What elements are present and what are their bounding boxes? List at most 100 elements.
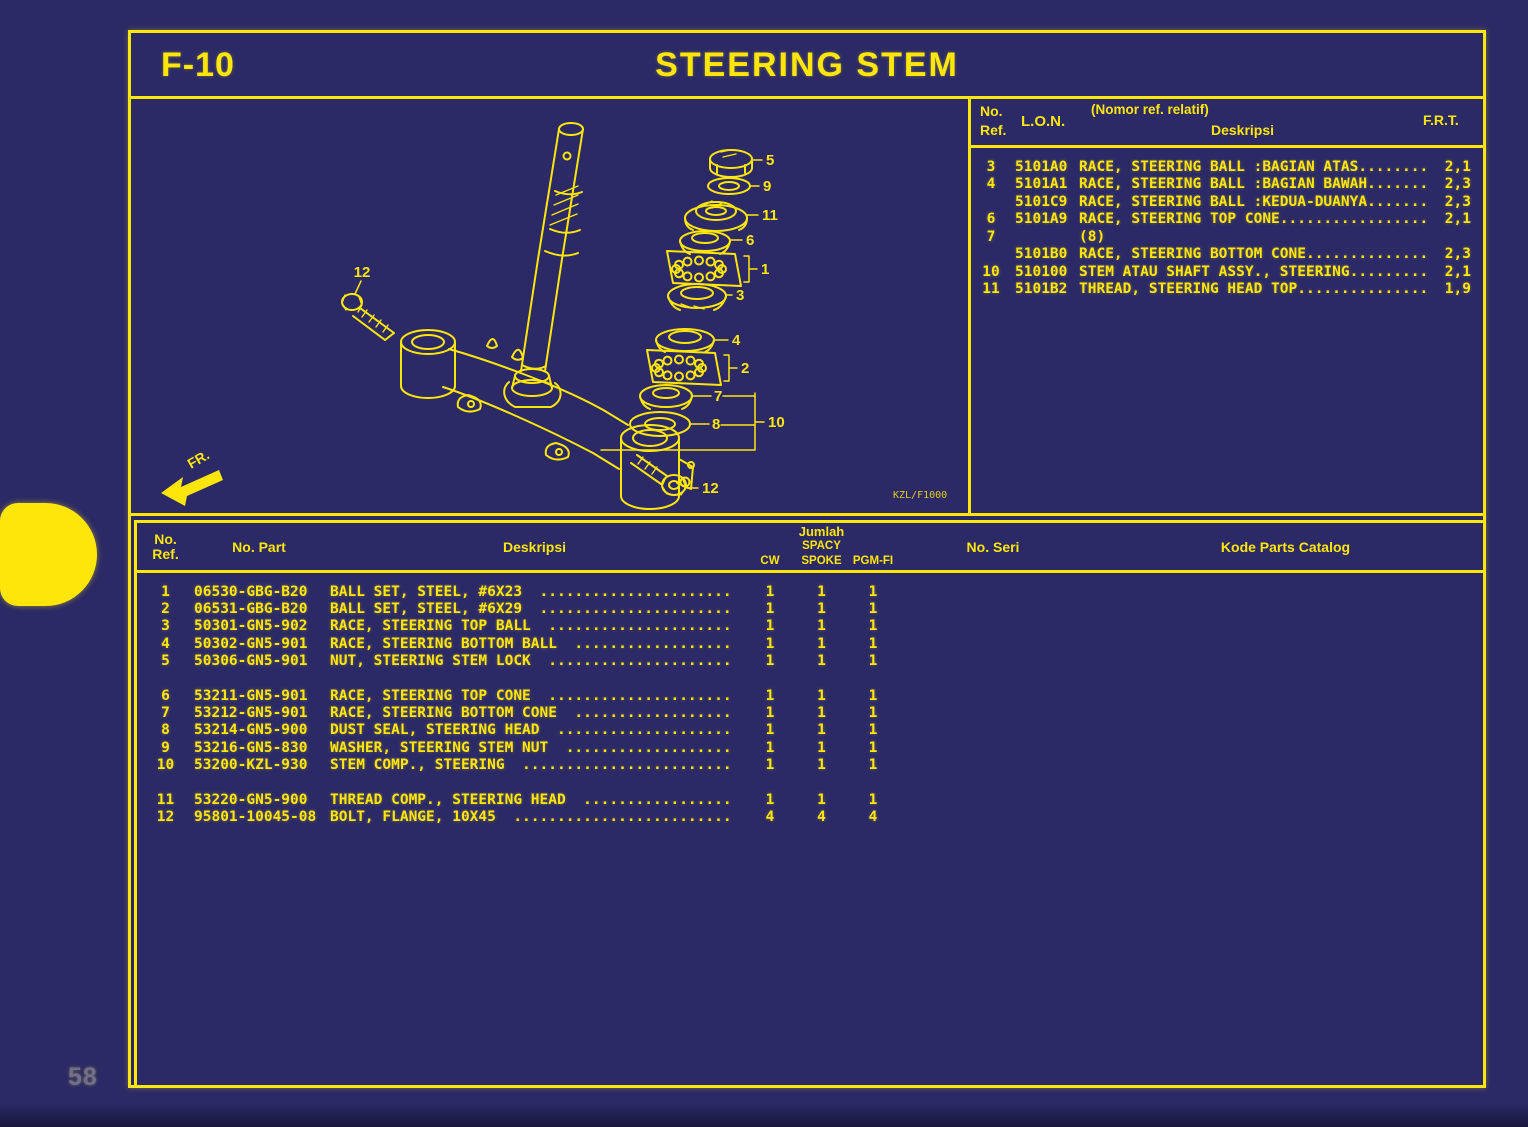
lon-header-lon: L.O.N. xyxy=(1021,113,1066,130)
parts-row-spoke: 1 xyxy=(817,601,826,618)
flange-bolt-bottom xyxy=(630,454,699,496)
part-7-bottom-cone-race xyxy=(639,384,756,410)
callout-4: 4 xyxy=(732,332,741,349)
parts-row-pgmfi: 1 xyxy=(868,687,878,704)
parts-row-ref: 4 xyxy=(161,635,170,652)
lon-row-frt: 2,3 xyxy=(1444,193,1471,210)
page-title: STEERING STEM xyxy=(655,46,959,84)
parts-row-cw: 1 xyxy=(765,739,775,756)
parts-row-part: 53212-GN5-901 xyxy=(194,705,308,722)
lon-table-header: No. Ref. L.O.N. (Nomor ref. relatif) Des… xyxy=(971,99,1483,148)
parts-row-part: 95801-10045-08 xyxy=(194,808,317,825)
lon-reference-panel: No. Ref. L.O.N. (Nomor ref. relatif) Des… xyxy=(968,99,1483,516)
parts-row-cw: 1 xyxy=(765,583,775,600)
parts-row-spoke: 1 xyxy=(817,653,826,670)
callout-5: 5 xyxy=(766,152,774,169)
bottom-bridge xyxy=(400,329,695,510)
parts-row-part: 50301-GN5-902 xyxy=(194,618,308,635)
parts-row-pgmfi: 4 xyxy=(868,808,878,825)
lon-row-desc: RACE, STEERING TOP CONE................. xyxy=(1079,211,1427,228)
parts-row-pgmfi: 1 xyxy=(868,653,878,670)
parts-row-ref: 3 xyxy=(161,618,170,635)
lon-row-code: 5101B2 xyxy=(1015,281,1068,298)
lon-row-ref: 10 xyxy=(982,263,1000,280)
parts-row-spoke: 1 xyxy=(817,583,826,600)
parts-row-desc: NUT, STEERING STEM LOCK ................… xyxy=(330,653,732,670)
parts-row-cw: 1 xyxy=(765,618,775,635)
lon-table-row: 7(8) xyxy=(971,228,1483,246)
part-8-dust-seal xyxy=(629,411,756,437)
upper-section: FR. 5 9 11 6 1 3 4 2 7 8 10 12 12 KZL/ xyxy=(131,99,1483,516)
parts-row-part: 06531-GBG-B20 xyxy=(194,601,308,618)
callout-1: 1 xyxy=(761,261,769,278)
parts-row-cw: 1 xyxy=(765,601,775,618)
callout-3: 3 xyxy=(736,287,744,304)
parts-row-desc: WASHER, STEERING STEM NUT ..............… xyxy=(330,739,732,756)
bottom-shade xyxy=(0,1103,1528,1127)
lon-row-desc: RACE, STEERING BOTTOM CONE.............. xyxy=(1079,246,1427,263)
parts-row-part: 53214-GN5-900 xyxy=(194,722,308,739)
parts-row-ref: 7 xyxy=(161,705,170,722)
parts-row-pgmfi: 1 xyxy=(868,739,878,756)
parts-row-cw: 1 xyxy=(765,722,775,739)
lon-table-row: 6 5101A9 RACE, STEERING TOP CONE..........… xyxy=(971,211,1483,229)
lon-row-ref: 4 xyxy=(986,176,996,193)
parts-row-pgmfi: 1 xyxy=(868,618,878,635)
lon-header-ref: Ref. xyxy=(980,122,1007,138)
parts-row-pgmfi: 1 xyxy=(868,583,878,600)
parts-row-ref: 10 xyxy=(156,757,175,774)
lon-row-desc: THREAD, STEERING HEAD TOP............... xyxy=(1079,281,1427,298)
parts-header-jumlah: Jumlah xyxy=(798,524,845,539)
lon-header-no: No. xyxy=(980,103,1003,119)
lon-row-ref: 7 xyxy=(986,228,996,245)
parts-header-deskripsi: Deskripsi xyxy=(502,538,567,555)
parts-header-spacy: SPACY xyxy=(802,540,841,552)
parts-row-ref: 1 xyxy=(161,583,170,600)
parts-row-desc: THREAD COMP., STEERING HEAD ............… xyxy=(330,791,732,808)
parts-row-spoke: 1 xyxy=(817,757,826,774)
exploded-diagram: FR. 5 9 11 6 1 3 4 2 7 8 10 12 12 KZL/ xyxy=(131,99,970,516)
lon-row-ref: 6 xyxy=(986,211,996,228)
parts-header-part: No. Part xyxy=(232,538,286,555)
parts-row-spoke: 1 xyxy=(817,635,826,652)
parts-row-desc: STEM COMP., STEERING ...................… xyxy=(330,757,732,774)
callout-10: 10 xyxy=(768,414,785,431)
parts-row-pgmfi: 1 xyxy=(868,635,878,652)
part-5-stem-lock-nut xyxy=(709,149,763,178)
parts-table: No. Ref. No. Part Deskripsi Jumlah SPACY… xyxy=(134,520,1483,1085)
parts-row-ref: 12 xyxy=(156,808,175,825)
figure-code: F-10 xyxy=(161,46,235,84)
parts-row-desc: DUST SEAL, STEERING HEAD ...............… xyxy=(330,722,732,739)
parts-header-jumlah-block: Jumlah SPACY CW SPOKE PGM-FI xyxy=(745,524,898,569)
callout-7: 7 xyxy=(714,388,722,405)
lon-row-desc: STEM ATAU SHAFT ASSY., STEERING......... xyxy=(1079,263,1427,280)
lon-header-frt: F.R.T. xyxy=(1423,112,1459,128)
parts-row-cw: 1 xyxy=(765,687,775,704)
parts-row-desc: BALL SET, STEEL, #6X23 .................… xyxy=(330,583,732,600)
section-divider xyxy=(131,513,1483,516)
callout-12-top: 12 xyxy=(354,264,371,281)
parts-row-desc: BOLT, FLANGE, 10X45 ....................… xyxy=(330,808,732,825)
lon-row-desc: RACE, STEERING BALL :BAGIAN ATAS........ xyxy=(1079,158,1427,175)
part-4-bottom-ball-race xyxy=(655,328,729,353)
parts-row-spoke: 1 xyxy=(817,739,826,756)
part-11-thread-head-top xyxy=(684,200,759,232)
parts-row-cw: 1 xyxy=(765,653,775,670)
parts-row-cw: 1 xyxy=(765,757,775,774)
lon-row-frt: 2,1 xyxy=(1444,211,1471,228)
part-1-ball-set-upper xyxy=(666,250,758,287)
lon-row-code: 5101A9 xyxy=(1015,211,1068,228)
